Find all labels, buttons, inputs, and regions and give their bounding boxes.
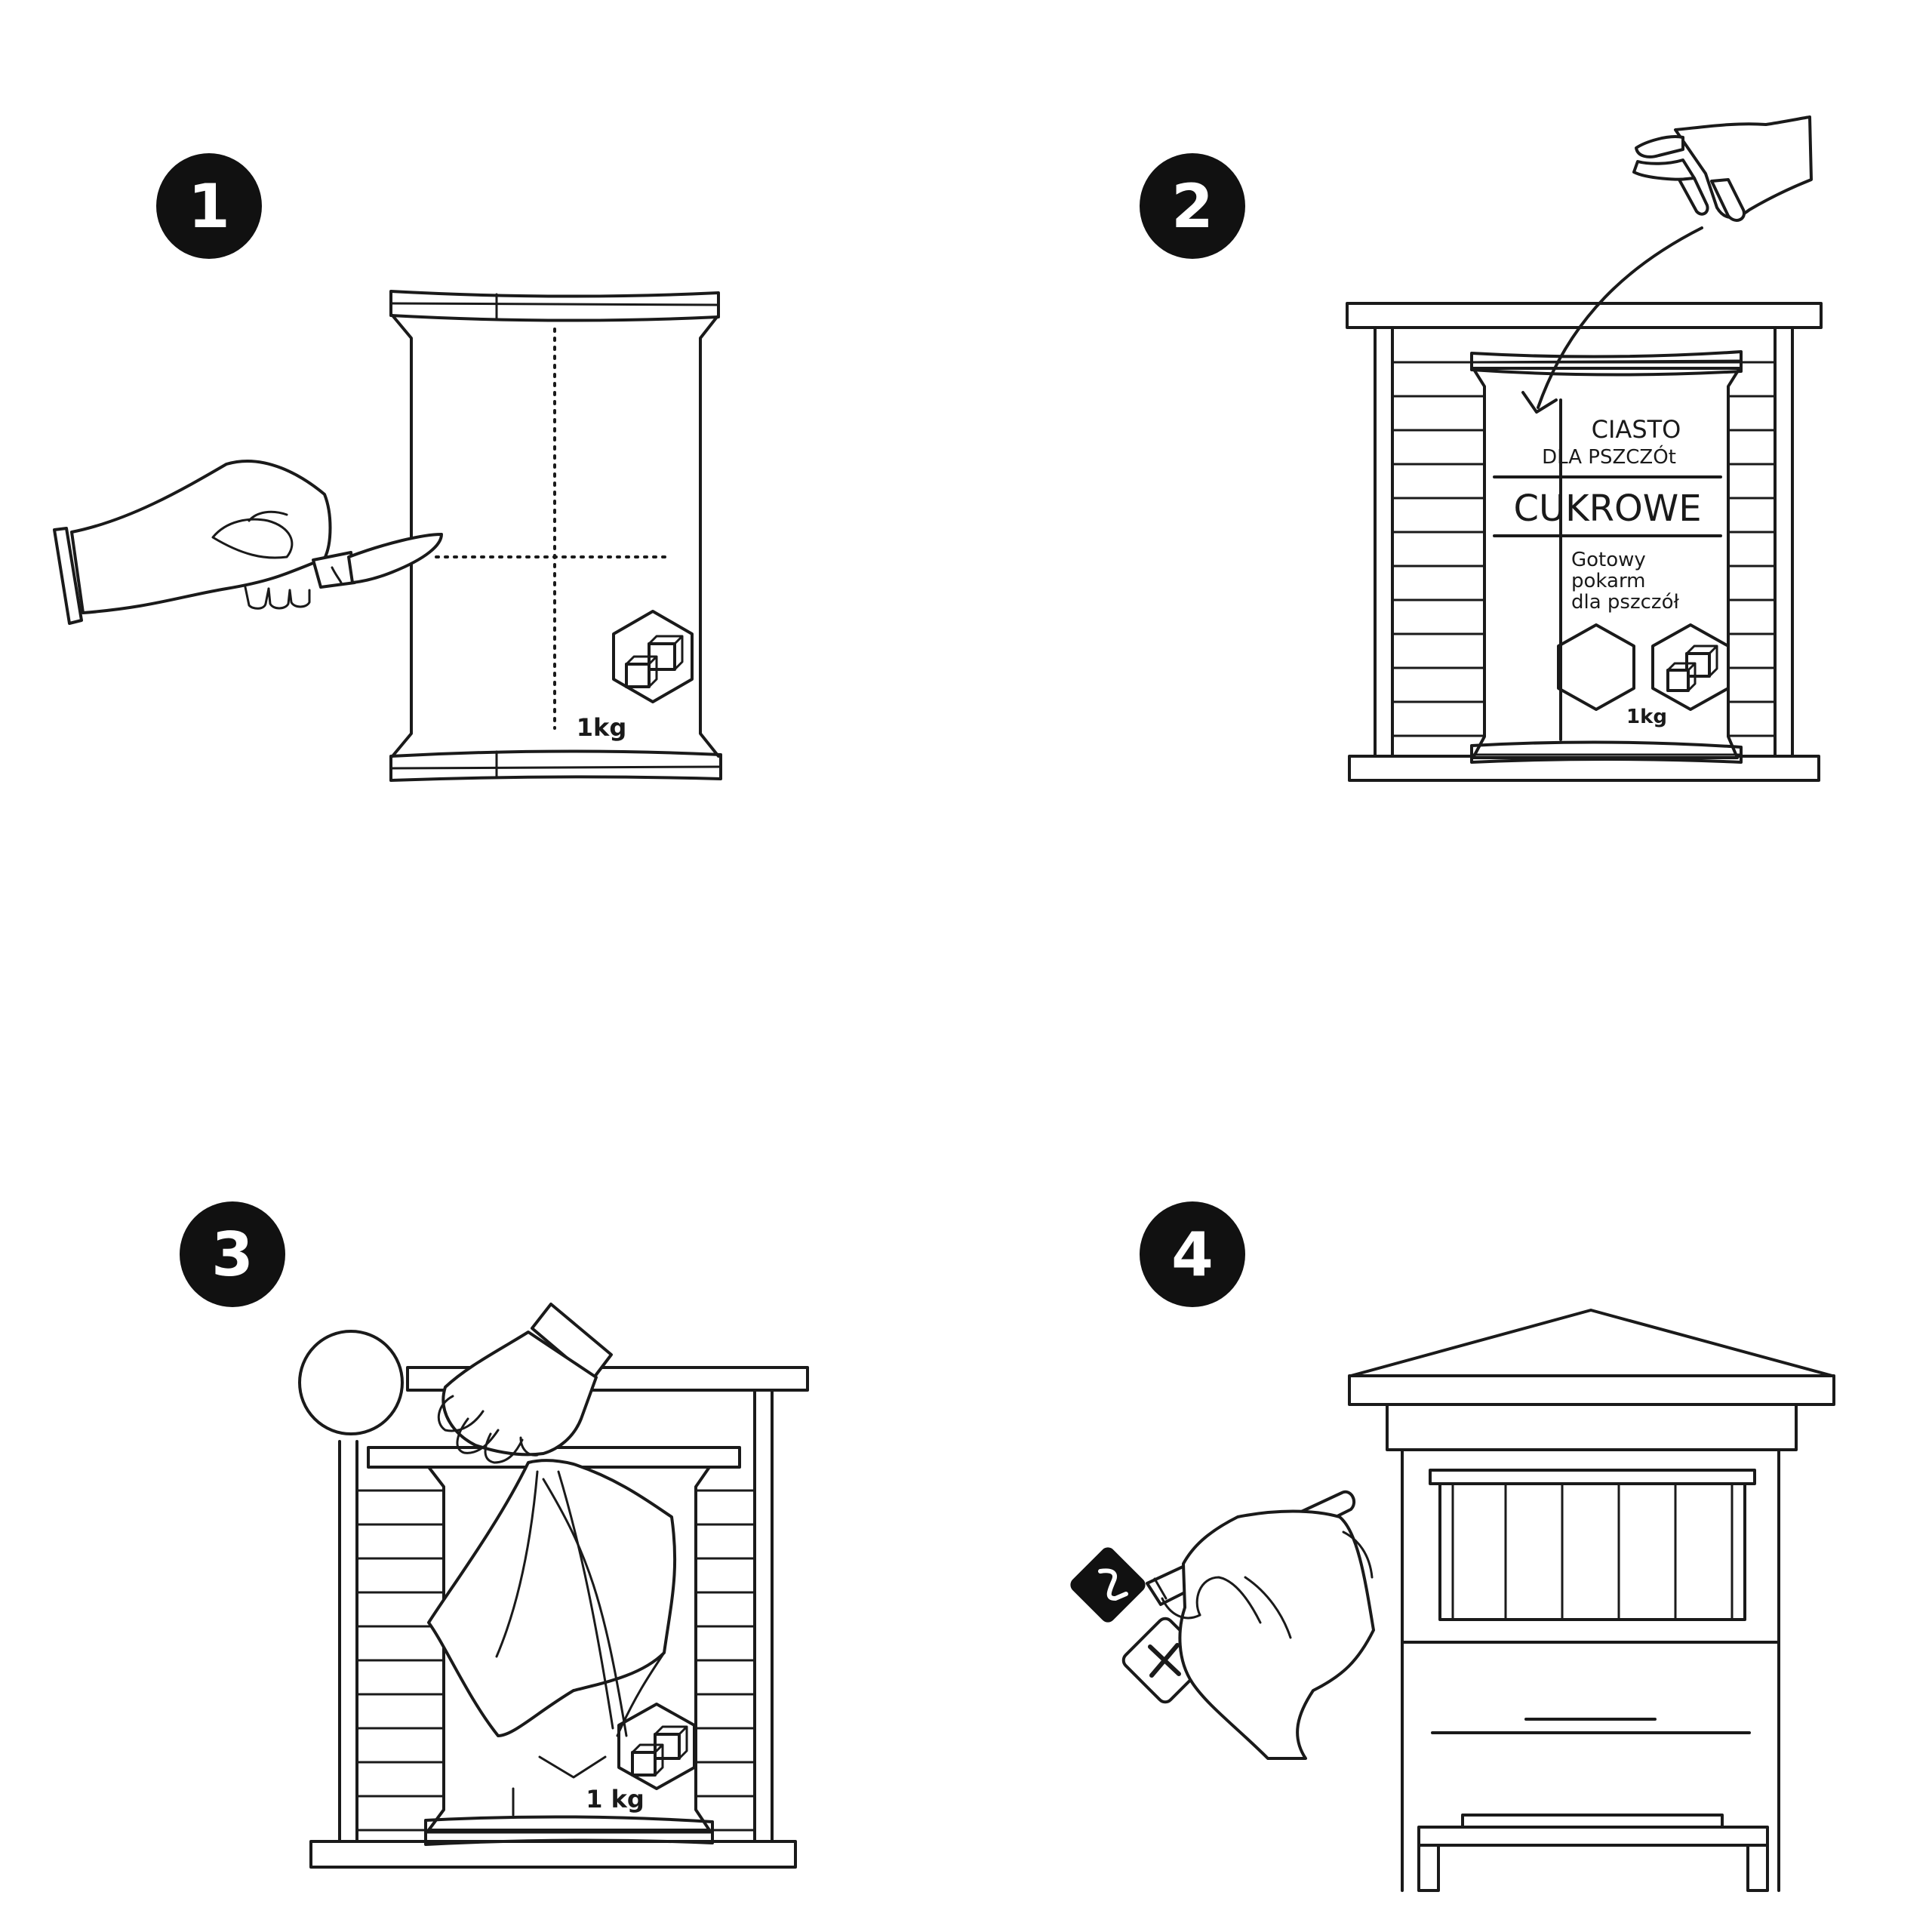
- sugar-pack-closed: 1kg: [389, 290, 722, 782]
- sugar-pack-labeled: CIASTO DLA PSZCZÓt CUKROWE Gotowy pokarm…: [1470, 350, 1743, 764]
- step-4-badge: 4: [1140, 1201, 1245, 1307]
- step-2-number: 2: [1171, 171, 1214, 242]
- hexagon-icon: [617, 1703, 696, 1790]
- hexagon-icon: [1651, 623, 1730, 711]
- step-3-circle: [180, 1201, 285, 1307]
- step-3-badge: 3: [180, 1201, 285, 1307]
- round-marker-circle: [298, 1330, 404, 1435]
- hand-with-pencil-icon: [1146, 1490, 1375, 1760]
- step-2: 2: [1140, 115, 1823, 782]
- step-2-circle: [1140, 153, 1245, 259]
- package-line-1: CIASTO: [1592, 415, 1681, 444]
- gloved-hand-peeling-icon: [437, 1303, 613, 1464]
- peeled-film-sheet: [427, 1459, 677, 1737]
- step-4-number: 4: [1171, 1220, 1214, 1290]
- step-3: 3: [180, 1201, 809, 1869]
- sugar-cubes-icon: [1666, 645, 1718, 692]
- package-desc-2: pokarm: [1571, 570, 1646, 592]
- gloved-hand-with-knife-icon: [53, 460, 443, 625]
- placing-arrow-icon: [1521, 226, 1703, 414]
- step-1-weight-label: 1kg: [577, 713, 626, 742]
- hand-pinching-icon: [1632, 115, 1813, 222]
- sugar-cubes-icon: [631, 1725, 688, 1777]
- step-1-circle: [156, 153, 262, 259]
- step-1: 1 1kg: [53, 153, 722, 782]
- step-2-badge: 2: [1140, 153, 1245, 259]
- hexagon-icon: [612, 610, 694, 703]
- step-4: 4: [1070, 1201, 1835, 1892]
- closed-beehive: [1348, 1309, 1835, 1892]
- step-2-weight-label: 1kg: [1626, 706, 1667, 728]
- sugar-cubes-icon: [625, 635, 684, 688]
- step-4-circle: [1140, 1201, 1245, 1307]
- hexagon-icon: [1557, 623, 1635, 711]
- package-line-2: DLA PSZCZÓt: [1542, 445, 1676, 469]
- step-3-number: 3: [211, 1220, 254, 1290]
- step-1-number: 1: [188, 171, 230, 242]
- package-desc-1: Gotowy: [1571, 549, 1646, 571]
- step-3-weight-label: 1 kg: [586, 1785, 645, 1814]
- package-brand: CUKROWE: [1513, 488, 1701, 530]
- checkbox-checked-icon: [1070, 1547, 1146, 1623]
- step-1-badge: 1: [156, 153, 262, 259]
- package-desc-3: dla pszczół: [1571, 591, 1679, 614]
